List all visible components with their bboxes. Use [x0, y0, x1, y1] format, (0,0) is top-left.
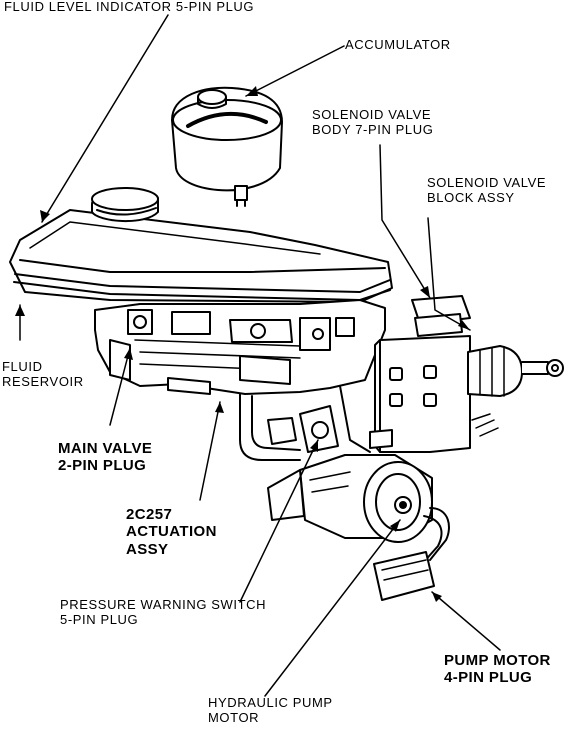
- label-actuation-line3: ASSY: [126, 540, 169, 558]
- label-main-valve-line2: 2-PIN PLUG: [58, 457, 147, 475]
- pump-harness-shape: [373, 507, 450, 601]
- leader-solenoid-body: [379, 144, 431, 299]
- leader-solenoid-block: [427, 217, 471, 331]
- arrowhead-fluid-reservoir: [15, 305, 25, 316]
- leader-pressure-switch: [239, 439, 319, 603]
- label-pump-motor-plug: PUMP MOTOR 4-PIN PLUG: [444, 652, 551, 687]
- pressure-switch-shape: [267, 405, 339, 453]
- label-solenoid-valve-body: SOLENOID VALVE BODY 7-PIN PLUG: [312, 107, 434, 138]
- label-actuation-line1: 2C257: [126, 506, 173, 523]
- main-valve-body-shape: [94, 299, 386, 395]
- arrowhead-pressure-switch: [310, 440, 318, 452]
- label-solenoid-valve-block: SOLENOID VALVE BLOCK ASSY: [427, 175, 547, 206]
- arrowhead-main-valve: [124, 348, 133, 360]
- fluid-reservoir-shape: [9, 187, 393, 303]
- label-fluid-reservoir: FLUID RESERVOIR: [2, 359, 84, 390]
- label-main-valve-line1: MAIN VALVE: [58, 440, 153, 457]
- label-accumulator-text: ACCUMULATOR: [345, 37, 451, 52]
- label-pressure-warning-switch: PRESSURE WARNING SWITCH 5-PIN PLUG: [60, 597, 267, 628]
- solenoid-block-shape: [369, 295, 564, 453]
- arrowhead-solenoid-block: [458, 320, 470, 330]
- label-fluid-reservoir-line2: RESERVOIR: [2, 373, 84, 389]
- label-actuation-assy: 2C257 ACTUATION ASSY: [126, 506, 217, 558]
- label-solenoid-valve-body-line2: BODY 7-PIN PLUG: [312, 121, 434, 137]
- label-fluid-level-indicator: FLUID LEVEL INDICATOR 5-PIN PLUG: [4, 0, 254, 15]
- label-solenoid-block-line2: BLOCK ASSY: [427, 189, 515, 205]
- leader-actuation: [199, 401, 221, 501]
- leader-main-valve: [109, 347, 131, 426]
- label-pump-motor-plug-line2: 4-PIN PLUG: [444, 669, 533, 687]
- label-accumulator: ACCUMULATOR: [345, 37, 451, 53]
- label-solenoid-valve-body-line1: SOLENOID VALVE: [312, 107, 432, 122]
- arrowhead-fluid-level: [40, 210, 50, 222]
- label-pump-motor-plug-line1: PUMP MOTOR: [444, 652, 551, 669]
- arrowhead-solenoid-body: [420, 286, 430, 298]
- arrowhead-hydraulic-pump: [390, 520, 400, 532]
- label-fluid-reservoir-line1: FLUID: [2, 359, 43, 374]
- arrowhead-accumulator: [246, 86, 258, 96]
- label-main-valve: MAIN VALVE 2-PIN PLUG: [58, 440, 152, 475]
- label-pressure-switch-line2: 5-PIN PLUG: [60, 611, 139, 627]
- label-fluid-level-indicator-text: FLUID LEVEL INDICATOR 5-PIN PLUG: [4, 0, 255, 14]
- leader-pump-plug: [431, 591, 501, 651]
- pump-motor-shape: [267, 454, 433, 543]
- leader-fluid-level: [41, 14, 169, 223]
- label-actuation-line2: ACTUATION: [126, 523, 217, 541]
- accumulator-shape: [171, 86, 283, 207]
- arrowhead-pump-plug: [432, 592, 442, 602]
- leader-accumulator: [245, 45, 345, 97]
- label-hydraulic-pump-line2: MOTOR: [208, 709, 260, 725]
- arrowhead-actuation: [215, 402, 224, 413]
- label-hydraulic-pump-motor: HYDRAULIC PUMP MOTOR: [208, 695, 333, 726]
- label-pressure-switch-line1: PRESSURE WARNING SWITCH: [60, 597, 267, 612]
- leader-hydraulic-pump: [264, 519, 401, 697]
- label-hydraulic-pump-line1: HYDRAULIC PUMP: [208, 695, 333, 710]
- label-solenoid-block-line1: SOLENOID VALVE: [427, 175, 547, 190]
